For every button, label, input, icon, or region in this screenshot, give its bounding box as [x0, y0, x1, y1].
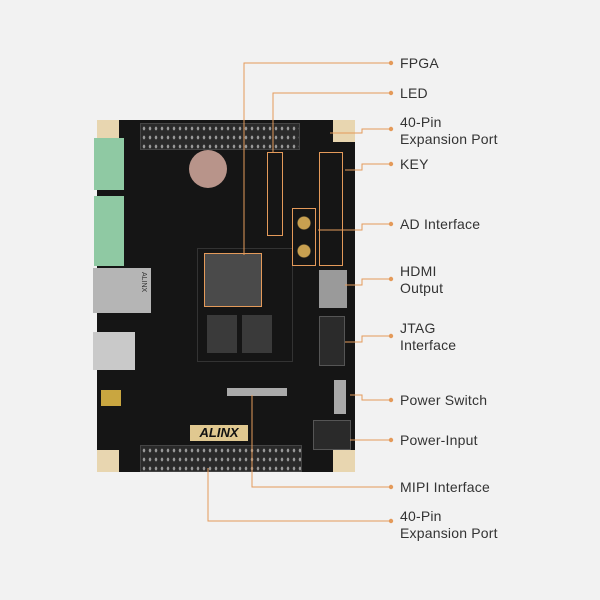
led-group: [267, 152, 283, 236]
label-power-input: Power-Input: [400, 432, 478, 448]
usb-host-port: [93, 332, 135, 370]
mounting-hole-tr: [333, 120, 355, 142]
hdmi-port: [319, 270, 347, 308]
label-led: LED: [400, 85, 428, 101]
ethernet-logo: ALINX: [140, 272, 147, 293]
mipi-connector: [227, 388, 287, 396]
power-jack: [313, 420, 351, 450]
leader-led: [272, 92, 391, 152]
label-fpga: FPGA: [400, 55, 439, 71]
label-hdmi-line1: HDMI: [400, 263, 437, 279]
leader-expansion-bottom: [207, 468, 391, 522]
alinx-logo: ALINX: [190, 425, 248, 441]
label-expansion-bottom-line2: Expansion Port: [400, 525, 498, 541]
label-jtag-line1: JTAG: [400, 320, 436, 336]
ethernet-port: ALINX: [93, 268, 151, 313]
coin-battery: [189, 150, 227, 188]
mounting-hole-bl: [97, 450, 119, 472]
mounting-hole-tl: [97, 120, 119, 142]
leader-ad: [318, 223, 391, 231]
mounting-hole-br: [333, 450, 355, 472]
leader-fpga: [243, 62, 391, 255]
terminal-block-can: [94, 138, 124, 190]
label-jtag-line2: Interface: [400, 337, 457, 353]
leader-power-switch: [350, 394, 391, 401]
label-ad-interface: AD Interface: [400, 216, 481, 232]
core-module: [197, 248, 293, 362]
ddr-chip-1: [207, 315, 237, 353]
ddr-chip-2: [242, 315, 272, 353]
key-group: [319, 152, 343, 266]
fpga-chip: [204, 253, 262, 307]
power-switch: [334, 380, 346, 414]
label-power-switch: Power Switch: [400, 392, 488, 408]
expansion-header-bottom: [140, 445, 302, 472]
ad-sma-connectors: [292, 208, 316, 266]
label-expansion-top-line1: 40-Pin: [400, 114, 442, 130]
label-hdmi-line2: Output: [400, 280, 444, 296]
leader-jtag: [345, 335, 391, 343]
label-key: KEY: [400, 156, 429, 172]
label-mipi-interface: MIPI Interface: [400, 479, 490, 495]
jtag-header: [319, 316, 345, 366]
leader-key: [345, 163, 391, 171]
label-expansion-bottom-line1: 40-Pin: [400, 508, 442, 524]
leader-expansion-top: [330, 128, 391, 134]
leader-mipi: [251, 395, 391, 488]
terminal-block-rs485: [94, 196, 124, 266]
leader-hdmi: [345, 278, 391, 286]
label-expansion-top-line2: Expansion Port: [400, 131, 498, 147]
mini-usb-port: [101, 390, 121, 406]
